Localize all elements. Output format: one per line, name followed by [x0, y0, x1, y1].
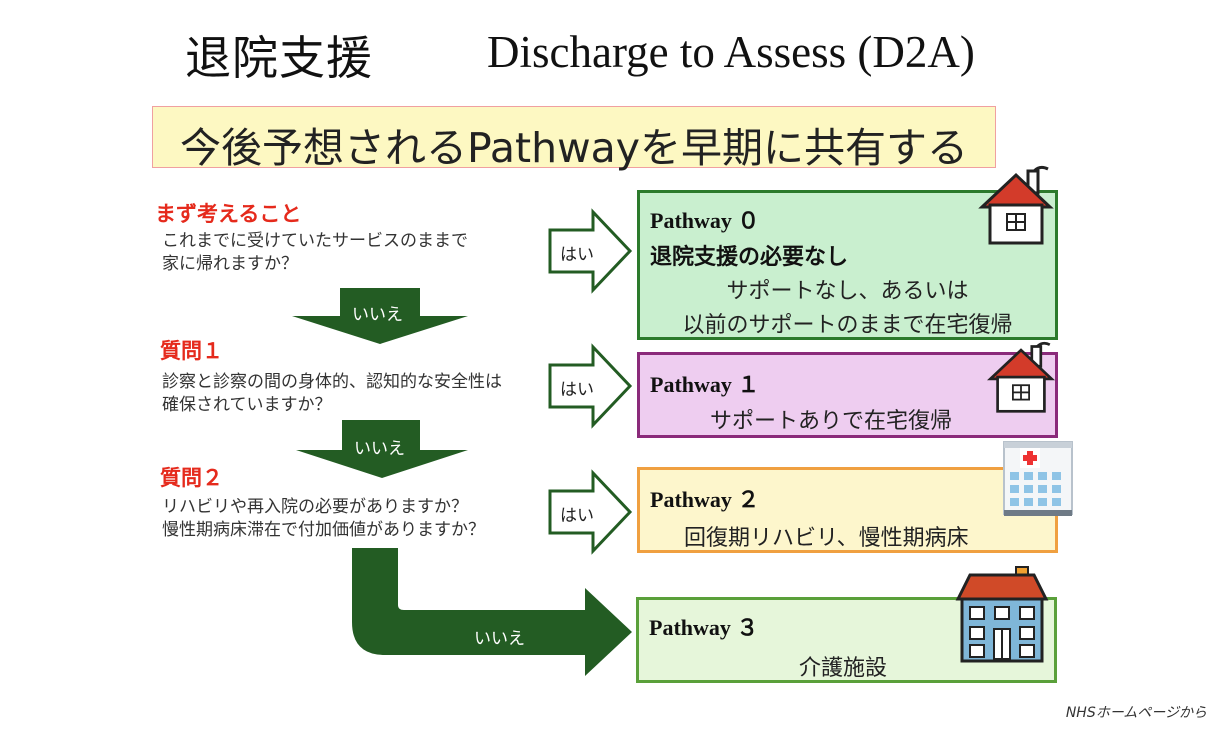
title-english: Discharge to Assess (D2A) — [487, 27, 975, 77]
step-2-heading: 質問２ — [160, 466, 223, 490]
title-japanese: 退院支援 — [185, 31, 373, 85]
source-footer: NHSホームページから — [1065, 705, 1207, 721]
pathway-2-label: Pathway ２ — [650, 487, 760, 512]
step-0-question: これまでに受けていたサービスのままで 家に帰れますか？ — [162, 230, 468, 276]
pathway-0-line-2: 以前のサポートのままで在宅復帰 — [682, 313, 1013, 338]
no-arrow-2 — [296, 420, 468, 478]
care-facility-icon — [955, 566, 1049, 663]
no-arrow-3 — [352, 548, 632, 676]
pathway-0-line-1: サポートなし、あるいは — [726, 279, 969, 304]
house-icon — [978, 165, 1054, 245]
banner: 今後予想されるPathwayを早期に共有する — [152, 106, 996, 172]
pathway-2-line-1: 回復期リハビリ、慢性期病床 — [684, 526, 969, 551]
step-0-line-2: 家に帰れますか？ — [162, 254, 298, 274]
no-arrow-1 — [292, 288, 468, 344]
step-0-line-1: これまでに受けていたサービスのままで — [162, 231, 468, 251]
hospital-icon — [1003, 441, 1073, 516]
pathway-1-box: Pathway １ サポートありで在宅復帰 — [637, 352, 1058, 438]
pathway-0-label: Pathway ０ — [650, 208, 760, 233]
yes-arrow-0 — [548, 208, 633, 294]
yes-label-1: はい — [560, 380, 594, 400]
no-label-3: いいえ — [474, 629, 525, 649]
pathway-3-label: Pathway ３ — [649, 615, 759, 640]
step-2-line-2: 慢性期病床滞在で付加価値がありますか？ — [162, 520, 485, 540]
yes-arrow-2 — [548, 469, 633, 555]
step-2-question: リハビリや再入院の必要がありますか？ 慢性期病床滞在で付加価値がありますか？ — [162, 496, 485, 542]
pathway-0-box: Pathway ０ 退院支援の必要なし サポートなし、あるいは 以前のサポートの… — [637, 190, 1058, 340]
house-icon — [986, 341, 1056, 413]
pathway-1-line-1: サポートありで在宅復帰 — [710, 409, 953, 434]
no-label-1: いいえ — [352, 305, 403, 325]
no-label-2: いいえ — [354, 439, 405, 459]
yes-arrow-1 — [548, 343, 633, 429]
pathway-3-line-1: 介護施設 — [799, 656, 888, 681]
yes-label-0: はい — [560, 245, 594, 265]
pathway-2-box: Pathway ２ 回復期リハビリ、慢性期病床 — [637, 467, 1058, 553]
step-0-heading: まず考えること — [155, 202, 302, 226]
step-1-question: 診察と診察の間の身体的、認知的な安全性は 確保されていますか？ — [162, 371, 502, 417]
banner-text: 今後予想されるPathwayを早期に共有する — [180, 124, 968, 172]
step-1-line-1: 診察と診察の間の身体的、認知的な安全性は — [162, 372, 502, 392]
step-1-line-2: 確保されていますか？ — [162, 395, 332, 415]
pathway-1-label: Pathway １ — [650, 372, 760, 397]
step-2-line-1: リハビリや再入院の必要がありますか？ — [162, 497, 468, 517]
pathway-0-subtitle: 退院支援の必要なし — [650, 245, 849, 270]
yes-label-2: はい — [560, 506, 594, 526]
step-1-heading: 質問１ — [160, 339, 223, 363]
